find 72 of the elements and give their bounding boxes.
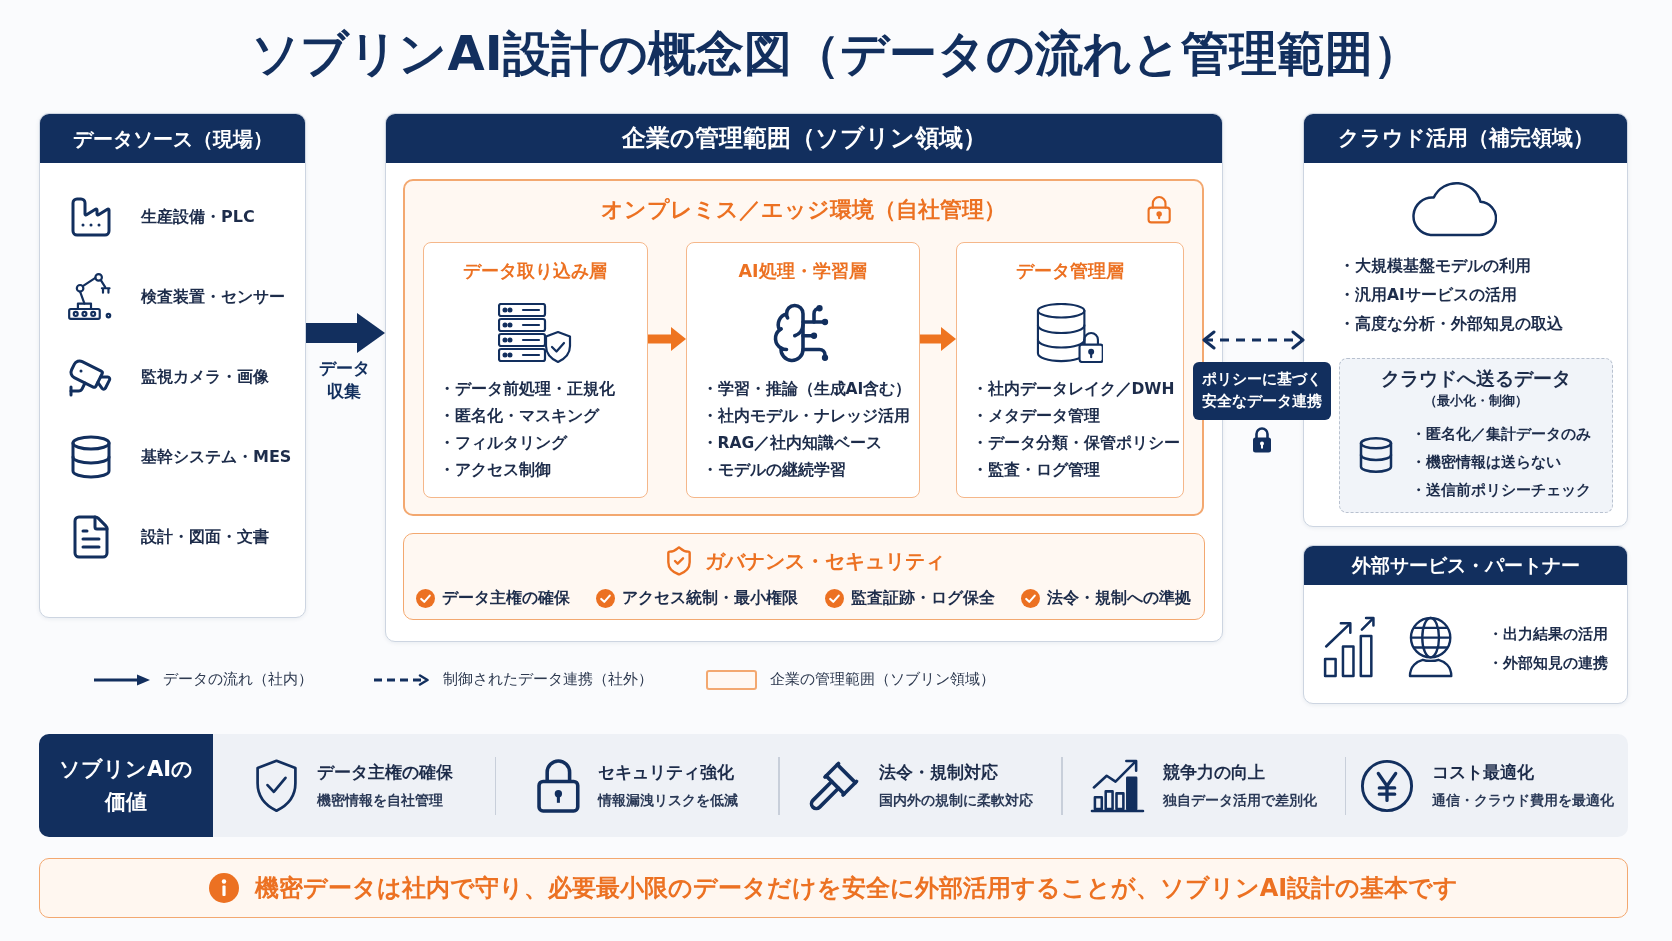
value-strip	[39, 734, 1628, 837]
check-item-label: 監査証跡・ログ保全	[850, 588, 995, 608]
legend-label: 制御されたデータ連携（社外）	[443, 670, 653, 690]
bullet-item: ・監査・ログ管理	[971, 460, 1100, 481]
check-item-label: データ主権の確保	[441, 588, 570, 608]
card-title: ガバナンス・セキュリティ	[704, 548, 945, 573]
cloud-data-card	[1338, 357, 1613, 513]
value-caption: 通信・クラウド費用を最適化	[1432, 791, 1615, 810]
value-title: 法令・規制対応	[879, 761, 999, 784]
layer-card	[685, 241, 920, 498]
bullet-item: ・モデルの継続学習	[701, 460, 846, 481]
card-subtitle: （最小化・制御）	[1423, 392, 1528, 410]
source-label: 生産設備・PLC	[141, 207, 255, 227]
value-title: 競争力の向上	[1163, 761, 1266, 784]
source-label: 基幹システム・MES	[141, 447, 292, 467]
diagram-title: ソブリンAI設計の概念図（データの流れと管理範囲）	[251, 25, 1421, 83]
zone-panel	[402, 178, 1204, 516]
governance-card	[402, 532, 1205, 620]
dashed-arrow	[1202, 330, 1305, 350]
bullet-item: ・機密情報は送らない	[1410, 452, 1561, 472]
bullet-item: ・外部知見の連携	[1488, 654, 1608, 674]
bullet-item: ・匿名化／集計データのみ	[1410, 424, 1591, 444]
bullet-item: ・社内データレイク／DWH	[971, 379, 1175, 400]
layer-title: AI処理・学習層	[738, 259, 867, 283]
legend-label: 企業の管理範囲（ソブリン領域）	[770, 670, 995, 690]
layer-card	[422, 241, 648, 498]
bullet-item: ・データ前処理・正規化	[438, 379, 615, 400]
value-caption: 機密情報を自社管理	[317, 791, 444, 810]
bullet-item: ・汎用AIサービスの活用	[1339, 285, 1517, 306]
panel-title: データソース（現場）	[72, 126, 273, 151]
bullet-item: ・高度な分析・外部知見の取込	[1339, 314, 1563, 335]
layer-title: データ取り込み層	[463, 259, 607, 283]
bullet-item: ・送信前ポリシーチェック	[1410, 481, 1591, 501]
bullet-item: ・学習・推論（生成AI含む）	[701, 379, 912, 400]
message-banner	[39, 858, 1628, 918]
edge-label: ポリシーに基づく安全なデータ連携	[1193, 362, 1331, 420]
bullet-item: ・社内モデル・ナレッジ活用	[701, 406, 910, 427]
arrow	[648, 327, 686, 351]
value-caption: 独自データ活用で差別化	[1163, 791, 1318, 810]
arrow	[306, 313, 385, 353]
card-title: クラウドへ送るデータ	[1380, 366, 1571, 391]
panel-title: クラウド活用（補完領域）	[1337, 126, 1594, 151]
bullet-item: ・出力結果の活用	[1488, 625, 1608, 645]
source-panel	[39, 113, 306, 618]
bullet-item: ・匿名化・マスキング	[438, 406, 599, 427]
partner-panel	[1303, 545, 1628, 704]
value-title: セキュリティ強化	[597, 761, 734, 784]
check-item-label: アクセス統制・最小権限	[622, 588, 799, 608]
layer-title: データ管理層	[1015, 259, 1124, 283]
banner-text: 機密データは社内で守り、必要最小限のデータだけを安全に外部活用することが、ソブリンAI設計の基本です	[254, 873, 1459, 903]
value-title: コスト最適化	[1432, 761, 1535, 784]
value-caption: 国内外の規制に柔軟対応	[879, 791, 1034, 810]
edge-label: データ収集	[317, 357, 371, 403]
value-title: データ主権の確保	[317, 761, 454, 784]
bullet-item: ・データ分類・保管ポリシー	[971, 433, 1180, 454]
panel-title: 企業の管理範囲（ソブリン領域）	[621, 124, 987, 153]
source-label: 監視カメラ・画像	[141, 367, 269, 387]
arrow	[920, 327, 956, 351]
bullet-item: ・フィルタリング	[438, 433, 567, 454]
bullet-item: ・メタデータ管理	[971, 406, 1100, 427]
check-item-label: 法令・規制への準拠	[1047, 588, 1192, 608]
legend-label: データの流れ（社内）	[163, 670, 313, 690]
layer-card	[955, 241, 1184, 498]
bullet-item: ・RAG／社内知識ベース	[701, 433, 883, 454]
bullet-item: ・大規模基盤モデルの利用	[1339, 256, 1531, 277]
strip-title: ソブリンAIの価値	[57, 755, 195, 816]
bullet-item: ・アクセス制御	[438, 460, 551, 481]
zone-title: オンプレミス／エッジ環境（自社管理）	[600, 196, 1006, 223]
source-label: 検査装置・センサー	[141, 287, 285, 307]
panel-title: 外部サービス・パートナー	[1351, 554, 1580, 577]
source-label: 設計・図面・文書	[141, 527, 269, 547]
value-caption: 情報漏洩リスクを低減	[597, 791, 738, 810]
